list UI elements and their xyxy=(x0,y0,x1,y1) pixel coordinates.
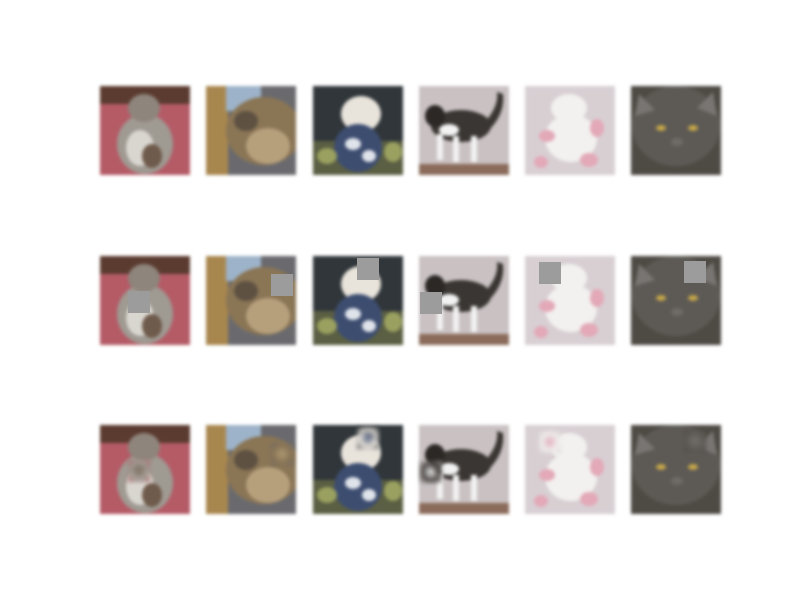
original-fluffy-cat-on-red-chair-image xyxy=(100,86,190,175)
masked-white-puppy-on-pink-blanket-image xyxy=(525,256,615,345)
reconstructed-patch xyxy=(420,461,442,483)
masked-grey-cat-face-image xyxy=(631,256,721,345)
reconstructed-patch xyxy=(684,430,706,452)
occlusion-mask-patch xyxy=(420,292,442,314)
reconstructed-grey-cat-face-image xyxy=(631,425,721,514)
occlusion-mask-patch xyxy=(271,274,293,296)
reconstructed-patch xyxy=(128,460,150,482)
reconstructed-tabby-cat-lying-image xyxy=(206,425,296,514)
occlusion-mask-patch xyxy=(357,258,379,280)
original-white-dog-in-sweater-image xyxy=(313,86,403,175)
reconstructed-patch xyxy=(539,431,561,453)
occlusion-mask-patch xyxy=(128,291,150,313)
occlusion-mask-patch xyxy=(539,262,561,284)
original-grey-cat-face-image xyxy=(631,86,721,175)
original-tabby-cat-lying-image xyxy=(206,86,296,175)
reconstructed-patch xyxy=(357,427,379,449)
masked-tabby-cat-lying-image xyxy=(206,256,296,345)
occlusion-mask-patch xyxy=(684,261,706,283)
original-white-puppy-on-pink-blanket-image xyxy=(525,86,615,175)
reconstructed-patch xyxy=(271,443,293,465)
original-black-white-cat-standing-image xyxy=(419,86,509,175)
